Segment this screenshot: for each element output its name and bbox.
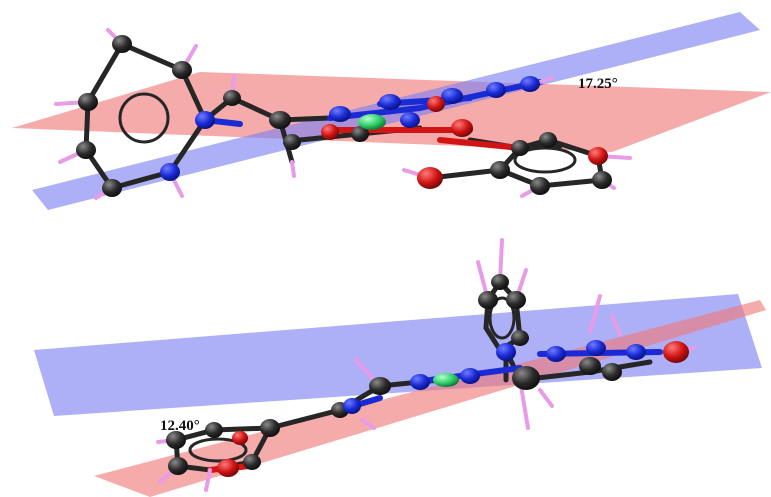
bottom-ring-circle-left (188, 437, 248, 463)
bottom-carbon-atoms (166, 274, 622, 475)
top-ring-circle-left (118, 92, 170, 144)
bottom-ring-circle-top (488, 296, 516, 340)
top-nitrogen-atoms (160, 76, 540, 181)
bottom-molecule (156, 238, 696, 492)
bottom-metal-atom (433, 373, 459, 387)
bottom-oxygen-atoms (217, 341, 689, 477)
bottom-angle-label: 12.40° (160, 418, 200, 434)
bottom-panel: 12.40° (34, 238, 766, 497)
top-molecule (54, 28, 632, 200)
top-metal-atom (358, 114, 386, 130)
top-angle-label: 17.25° (578, 76, 618, 92)
bottom-nitrogen-atoms (343, 340, 646, 414)
top-ring-circle-right (513, 146, 577, 174)
bottom-blue-plane (34, 294, 762, 416)
top-panel: 17.25° (12, 12, 771, 210)
top-oxygen-atoms (321, 96, 608, 189)
